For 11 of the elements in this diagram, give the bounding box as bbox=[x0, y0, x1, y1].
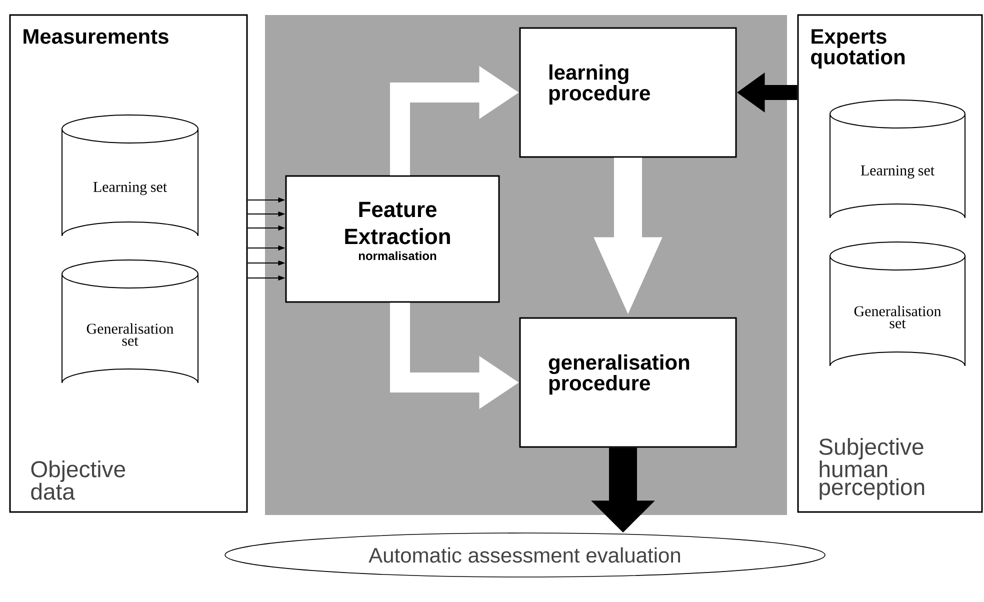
database-cylinder: Learning set bbox=[830, 100, 966, 218]
process-box: learning procedure bbox=[519, 27, 737, 158]
process-box: generalisation procedure bbox=[519, 317, 737, 448]
database-cylinder: Generalisation set bbox=[830, 242, 966, 366]
panel-heading: Measurements bbox=[24, 29, 168, 44]
panel-caption: Subjective human perception bbox=[819, 438, 924, 500]
database-cylinder: Learning set bbox=[62, 114, 198, 236]
process-box: Feature Extraction normalisation bbox=[285, 175, 500, 303]
database-cylinder: Generalisation set bbox=[62, 260, 198, 384]
panel-caption: Objective data bbox=[31, 460, 126, 500]
panel-heading: Experts quotation bbox=[811, 29, 905, 69]
